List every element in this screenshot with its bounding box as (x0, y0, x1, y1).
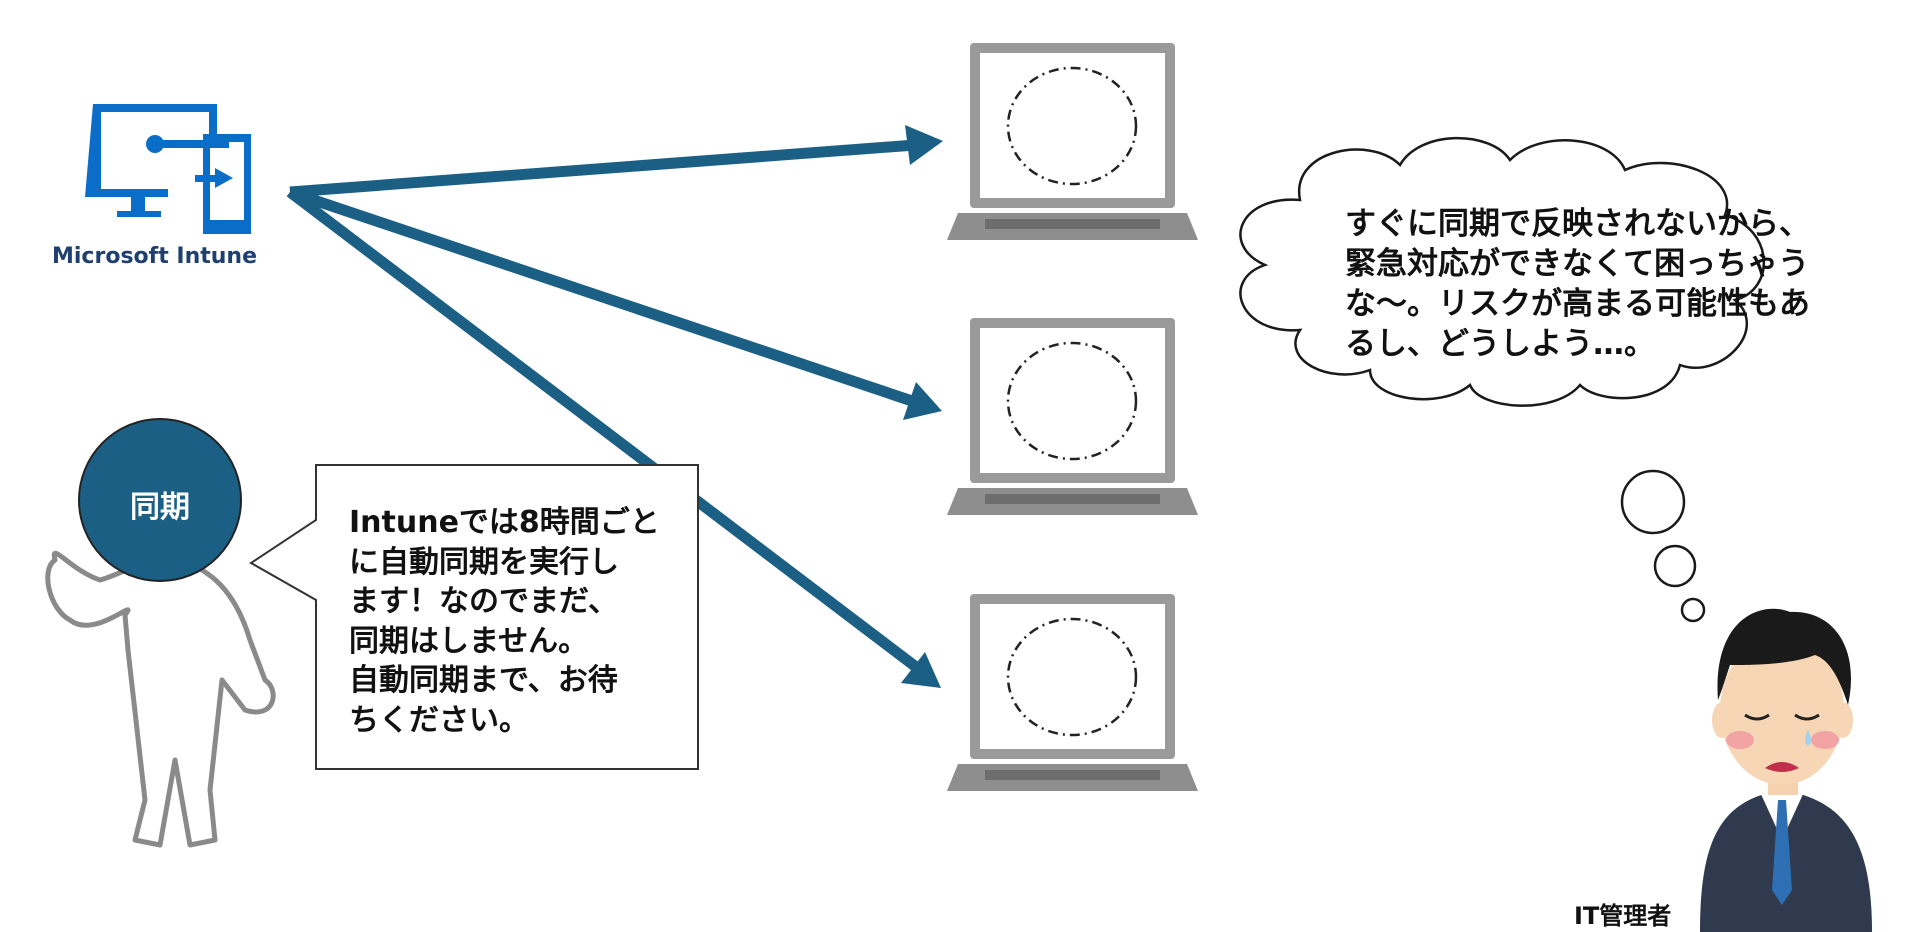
speech-bubble-text: Intuneでは8時間ごと に自動同期を実行し ます！なのでまだ、 同期はしませ… (349, 503, 660, 740)
arrowhead-1 (905, 125, 943, 165)
thought-line: な～。リスクが高まる可能性もあ (1345, 286, 1810, 322)
arrowhead-2 (903, 382, 942, 420)
laptop-icon (947, 43, 1198, 240)
arrow-to-laptop-1 (289, 139, 916, 198)
thought-line: すぐに同期で反映されないから、 (1345, 206, 1810, 242)
thought-cloud (1239, 136, 1766, 623)
sync-head (78, 418, 242, 582)
laptop-icon (947, 318, 1198, 515)
intune-label: Microsoft Intune (52, 244, 258, 269)
intune-icon (85, 104, 251, 234)
speech-line: Intuneでは8時間ごと (349, 505, 660, 540)
arrowhead-3 (901, 652, 941, 688)
speech-line: 同期はしません。 (349, 623, 589, 659)
it-admin-label: IT管理者 (1574, 902, 1672, 930)
thought-bubble-text: すぐに同期で反映されないから、 緊急対応ができなくて困っちゃう な～。リスクが高… (1345, 204, 1810, 364)
it-admin-illustration (1700, 608, 1872, 932)
thought-line: るし、どうしよう…。 (1345, 326, 1655, 362)
speech-line: ちください。 (349, 702, 529, 738)
speech-line: ます！なのでまだ、 (349, 584, 619, 619)
sync-arrows (286, 125, 943, 688)
thought-line: 緊急対応ができなくて困っちゃう (1345, 246, 1810, 282)
sync-head-label: 同期 (130, 490, 190, 525)
arrow-to-laptop-3 (286, 187, 924, 675)
speech-line: 自動同期まで、お待 (349, 663, 618, 698)
arrow-to-laptop-2 (288, 186, 917, 408)
speech-bubble (249, 464, 699, 770)
speech-line: に自動同期を実行し (349, 544, 619, 580)
sync-person (45, 550, 276, 848)
laptop-icon (947, 594, 1198, 791)
